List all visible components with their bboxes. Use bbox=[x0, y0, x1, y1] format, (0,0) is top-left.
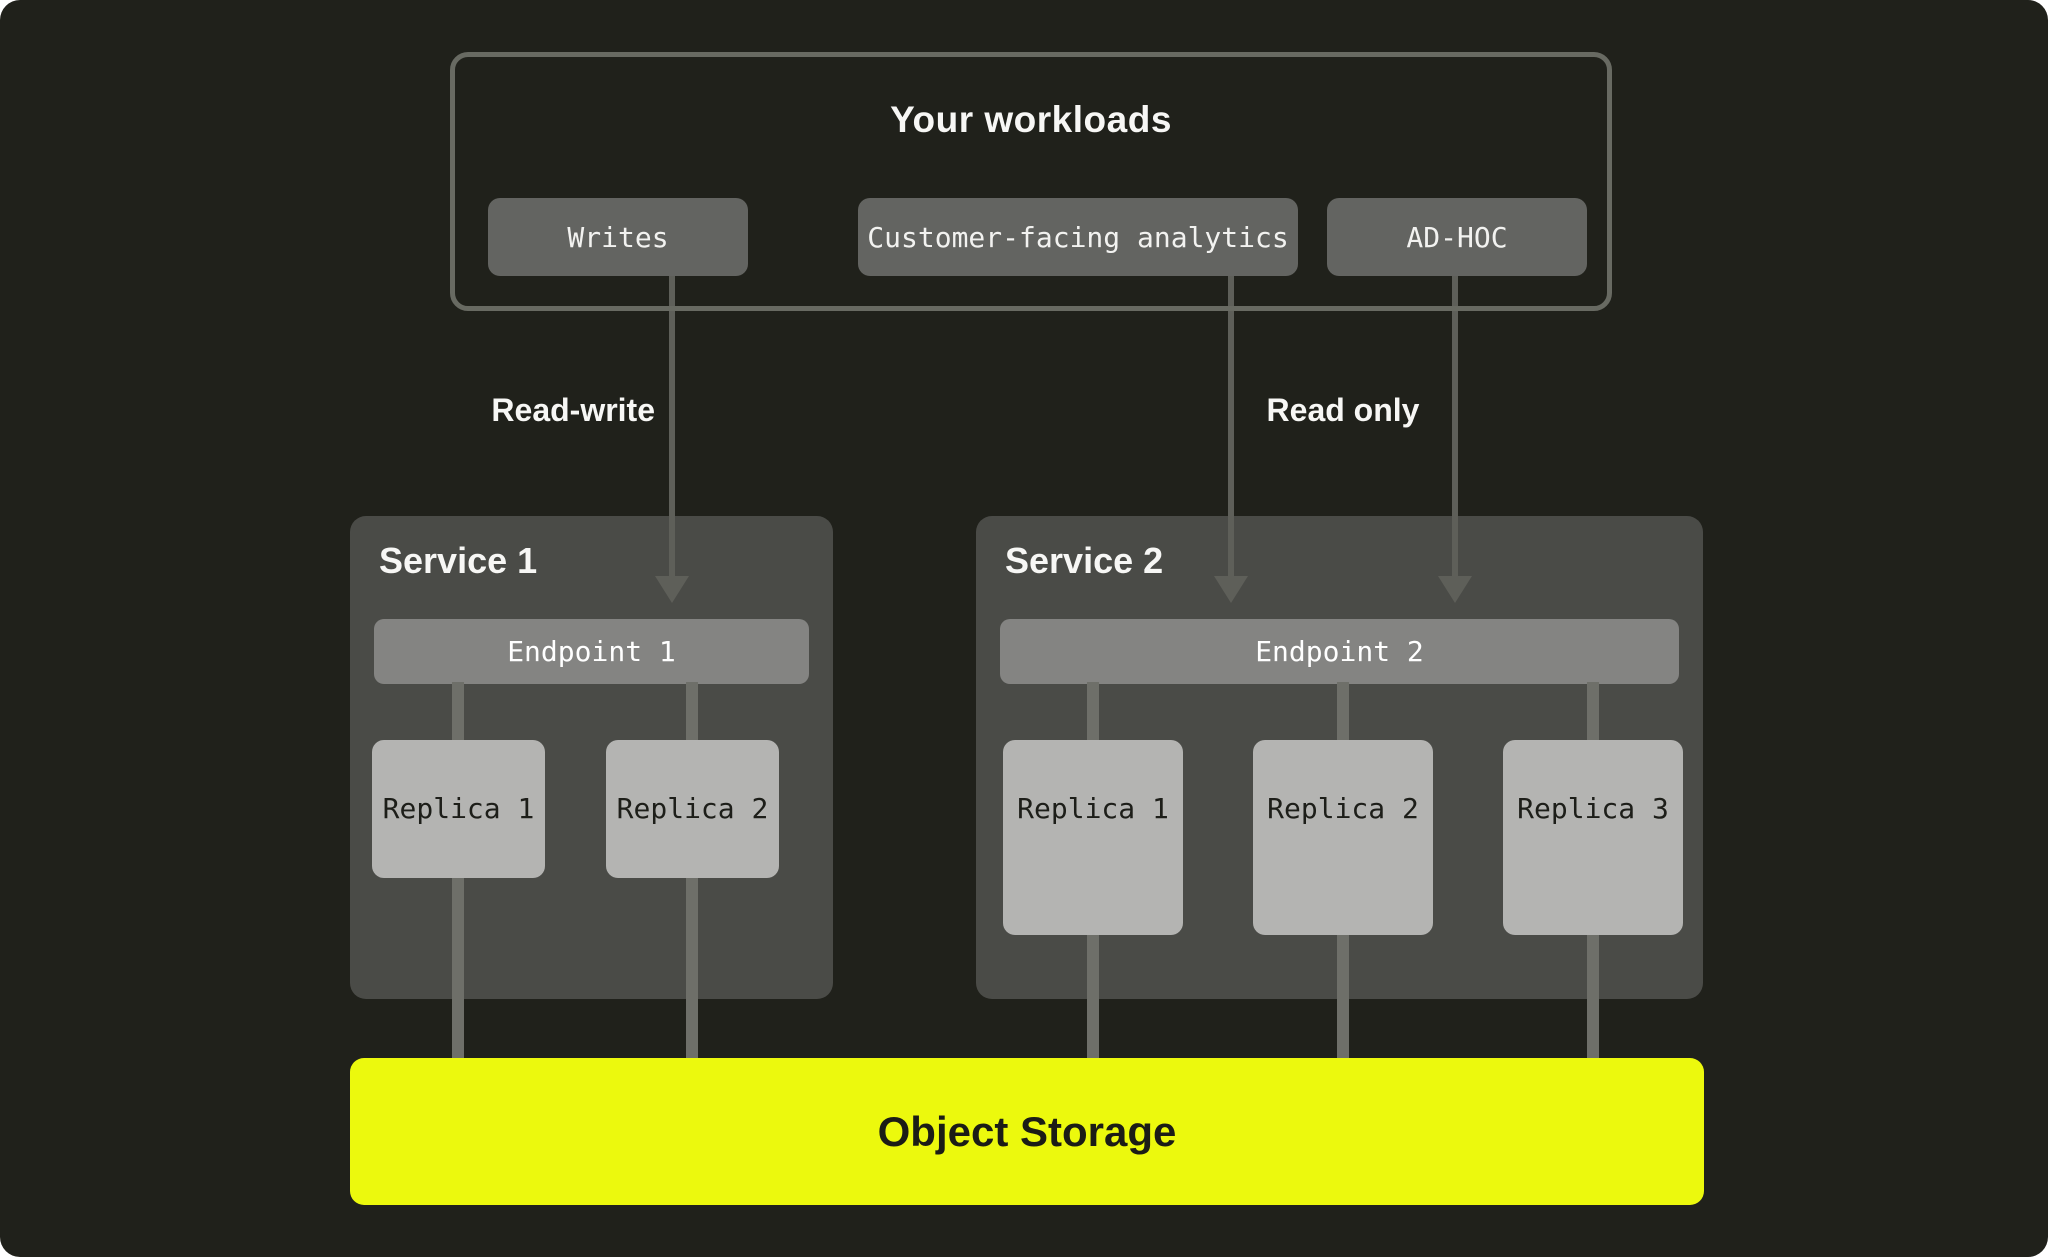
arrow-analytics-to-endpoint2 bbox=[1228, 270, 1234, 576]
service-1-replica-2: Replica 2 bbox=[606, 740, 779, 878]
workloads-group: Your workloads Writes Customer-facing an… bbox=[450, 52, 1612, 311]
arrow-adhoc-to-endpoint2 bbox=[1452, 270, 1458, 576]
service-1-replica-1: Replica 1 bbox=[372, 740, 545, 878]
service-1-endpoint: Endpoint 1 bbox=[374, 619, 809, 684]
workload-chip-ad-hoc: AD-HOC bbox=[1327, 198, 1587, 276]
workloads-title: Your workloads bbox=[890, 99, 1172, 140]
service-2-replica-2: Replica 2 bbox=[1253, 740, 1433, 935]
workload-chip-customer-facing-analytics: Customer-facing analytics bbox=[858, 198, 1298, 276]
edge-label-read-write: Read-write bbox=[491, 392, 655, 428]
service-2-replica-3: Replica 3 bbox=[1503, 740, 1683, 935]
object-storage-bar: Object Storage bbox=[350, 1058, 1704, 1205]
service-2-title: Service 2 bbox=[1005, 540, 1164, 581]
workload-chip-writes: Writes bbox=[488, 198, 748, 276]
edge-label-read-only: Read only bbox=[1266, 392, 1420, 428]
service-1-title: Service 1 bbox=[379, 540, 538, 581]
service-2-replica-1: Replica 1 bbox=[1003, 740, 1183, 935]
service-2-endpoint: Endpoint 2 bbox=[1000, 619, 1679, 684]
arrow-writes-to-endpoint1 bbox=[669, 270, 675, 576]
